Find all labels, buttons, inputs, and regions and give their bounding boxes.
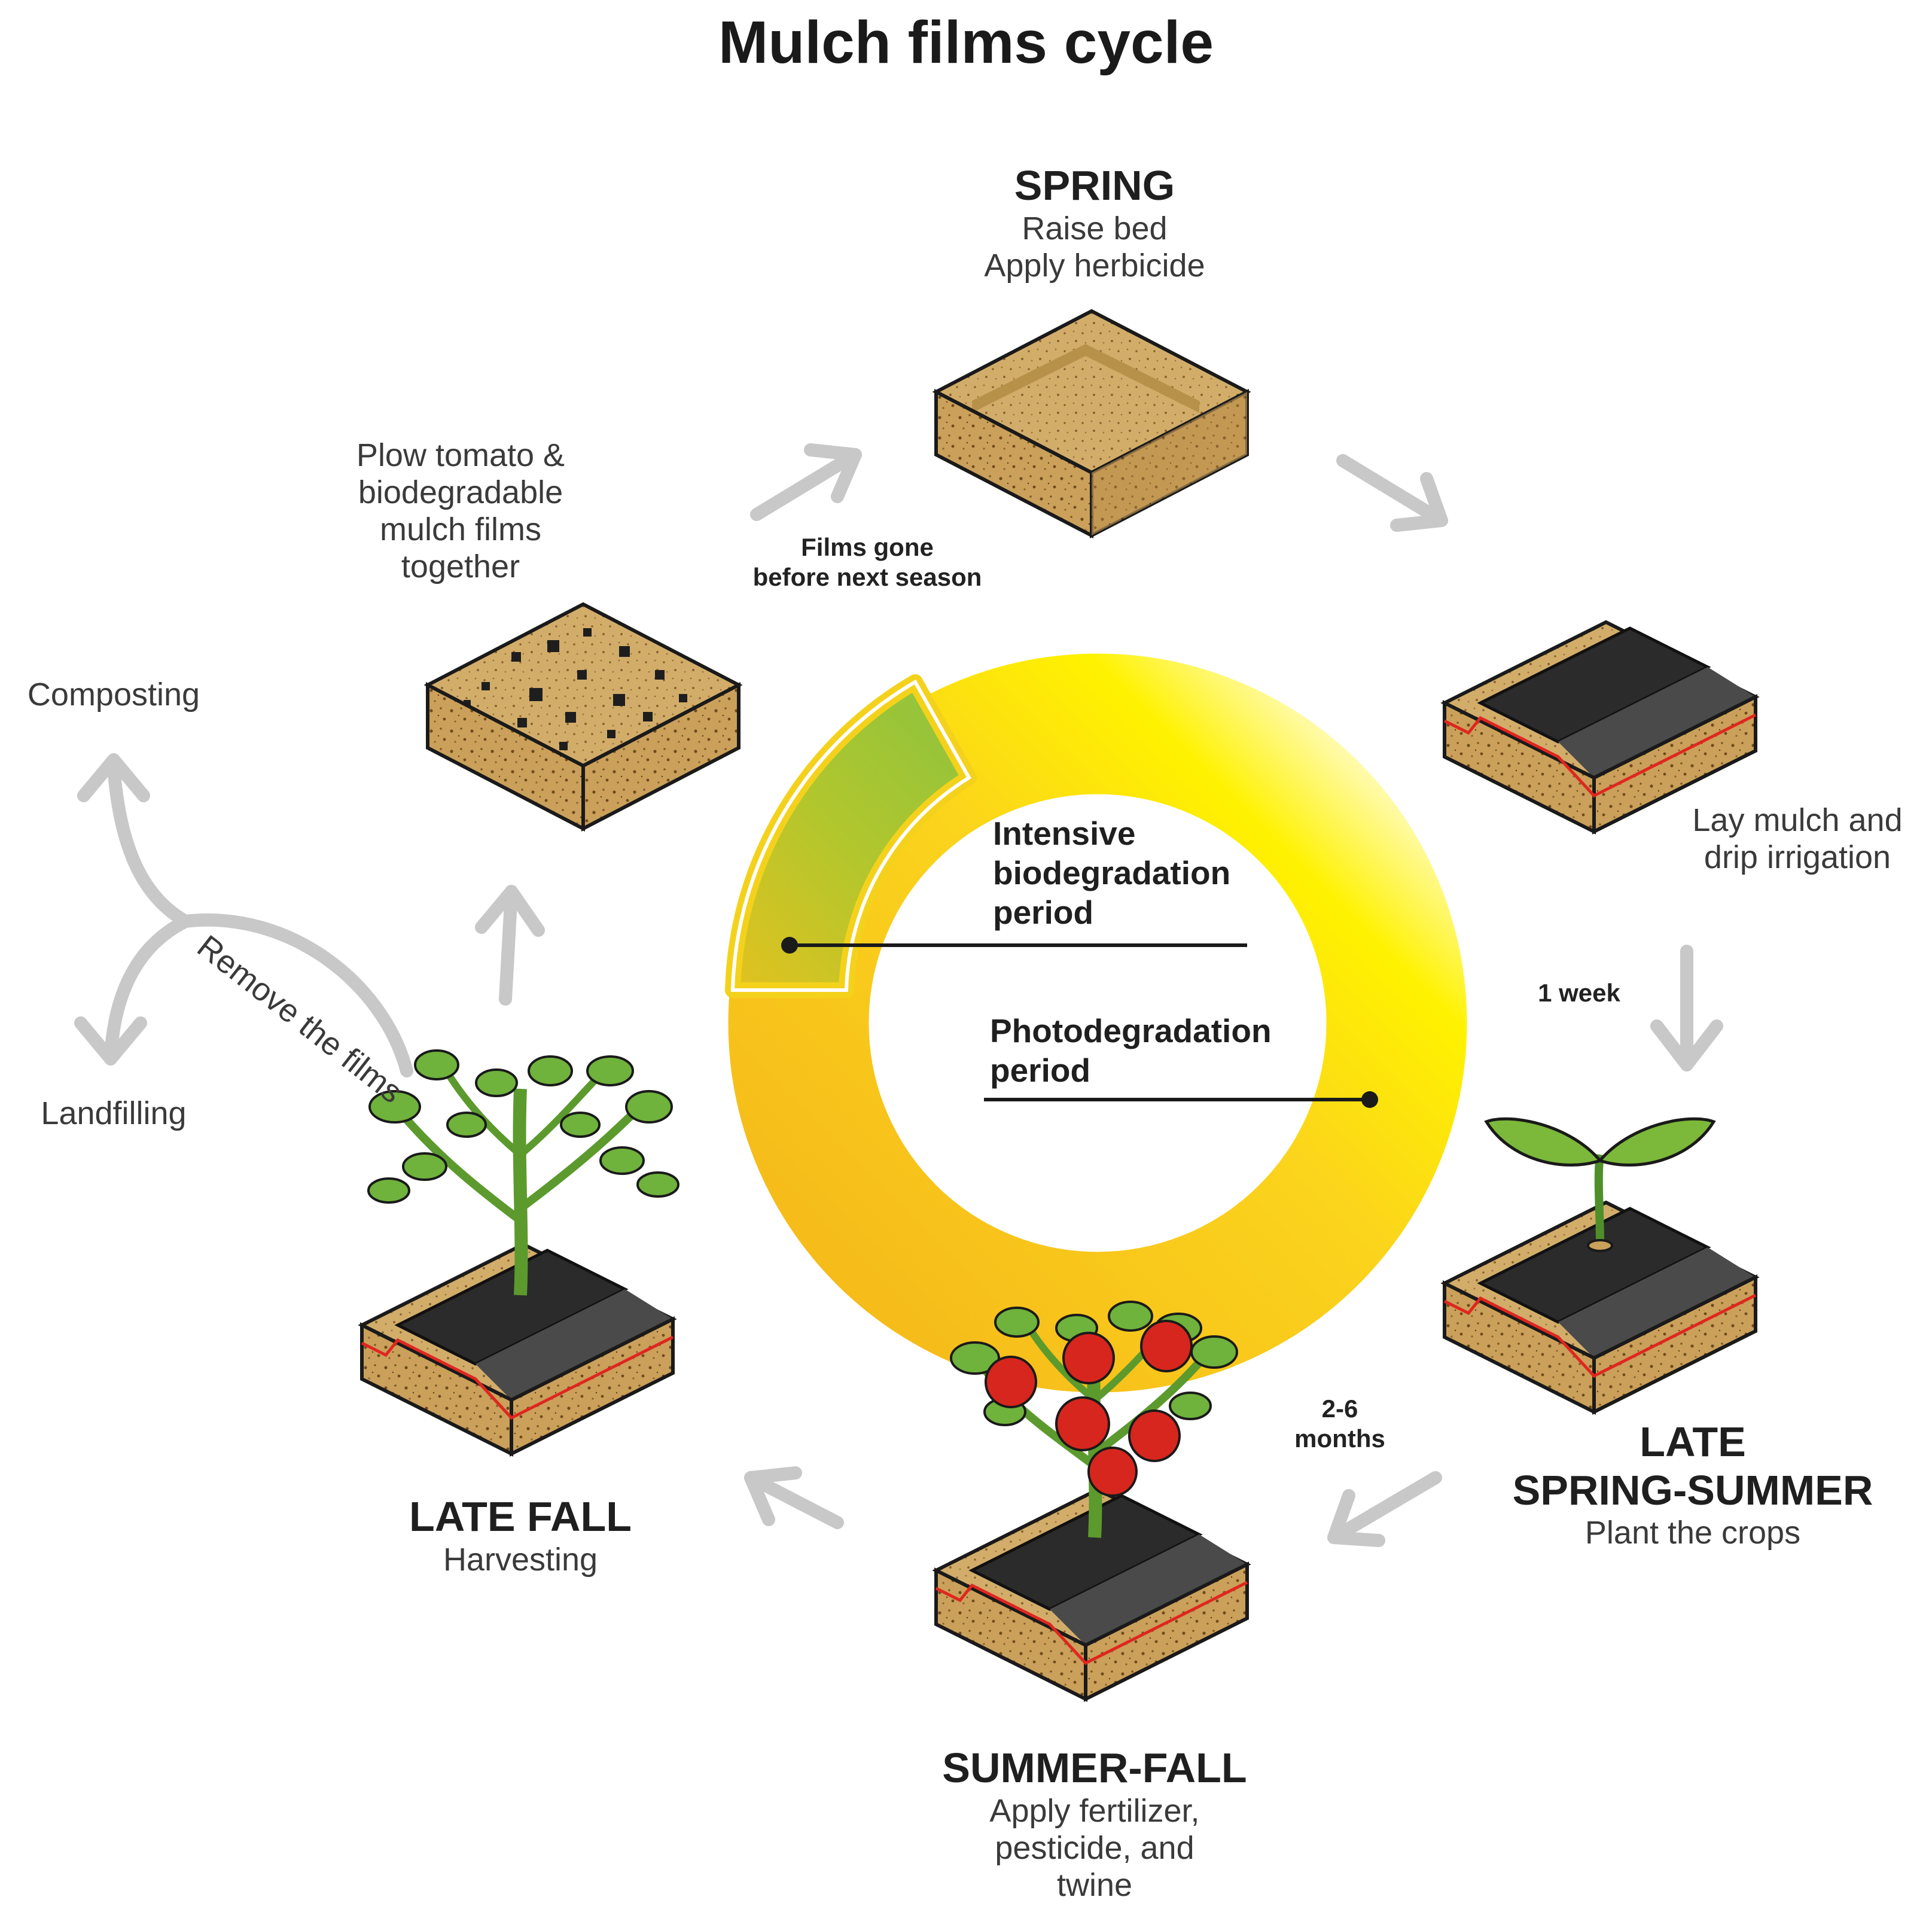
stage-desc: Plow tomato & — [356, 437, 565, 473]
stage-late-fall: LATE FALL Harvesting — [335, 1493, 706, 1578]
tomato-plant-icon — [950, 1301, 1238, 1538]
tomato-plant-icon — [367, 1049, 679, 1296]
period-text: period — [993, 894, 1094, 931]
stage-spring: SPRING Raise bed Apply herbicide — [879, 162, 1310, 284]
stage-desc: mulch films — [379, 512, 542, 548]
cycle-arrow-icon — [744, 1466, 844, 1529]
cycle-arrow-icon — [750, 443, 862, 521]
stage-desc: pesticide, and — [995, 1829, 1194, 1866]
timing-text: before next season — [752, 563, 982, 592]
stage-late-spring-summer: LATE SPRING-SUMMER Plant the crops — [1465, 1418, 1920, 1551]
seedling-icon — [1484, 1117, 1716, 1252]
degradation-ring — [725, 653, 1467, 1393]
stage-desc: biodegradable — [358, 474, 563, 511]
stage-desc: Apply herbicide — [984, 247, 1205, 284]
season-label: SPRING — [1014, 162, 1175, 209]
stage-desc: Plant the crops — [1584, 1515, 1801, 1551]
stage-lay-mulch: Lay mulch and drip irrigation — [1663, 802, 1932, 876]
stage-summer-fall: SUMMER-FALL Apply fertilizer, pesticide,… — [861, 1744, 1328, 1904]
soil-block-icon — [932, 1487, 1251, 1702]
composting-label: Composting — [27, 677, 200, 713]
stage-desc: twine — [1056, 1867, 1133, 1903]
two-six-months-note: 2-6 months — [1268, 1394, 1412, 1454]
soil-block-icon — [932, 309, 1251, 538]
period-text: biodegradation — [993, 854, 1231, 891]
cycle-arrow-icon — [475, 885, 545, 1006]
soil-block-icon — [423, 602, 743, 832]
period-text: period — [990, 1052, 1091, 1089]
cycle-arrow-icon — [1336, 454, 1448, 532]
stage-desc: Apply fertilizer, — [989, 1792, 1200, 1829]
stage-desc: together — [401, 549, 520, 585]
stage-plow: Plow tomato & biodegradable mulch films … — [311, 437, 610, 585]
removal-arrows — [74, 753, 413, 1077]
soil-block-icon — [358, 1242, 677, 1457]
cycle-arrow-icon — [1327, 1471, 1442, 1547]
photo-period-label: Photodegradation period — [990, 1011, 1349, 1090]
stage-desc: drip irrigation — [1704, 839, 1891, 876]
soil-block-icon — [1440, 1200, 1760, 1415]
one-week-note: 1 week — [1538, 979, 1620, 1007]
stage-desc: Lay mulch and — [1692, 802, 1903, 838]
season-label: LATE — [1640, 1418, 1746, 1465]
cycle-arrows — [74, 443, 1723, 1547]
season-label: LATE FALL — [409, 1493, 632, 1540]
season-label: SUMMER-FALL — [942, 1744, 1247, 1791]
timing-text: Films gone — [801, 533, 934, 561]
season-label: SPRING-SUMMER — [1512, 1466, 1873, 1514]
timing-text: 2-6 — [1321, 1395, 1358, 1423]
intensive-period-label: Intensive biodegradation period — [993, 814, 1268, 932]
soil-block-icon — [1440, 620, 1760, 835]
period-text: Photodegradation — [990, 1012, 1272, 1049]
diagram-title: Mulch films cycle — [718, 9, 1214, 76]
period-text: Intensive — [993, 815, 1136, 852]
timing-text: months — [1294, 1424, 1385, 1453]
stage-desc: Raise bed — [1022, 210, 1168, 246]
cycle-arrow-icon — [1650, 945, 1723, 1071]
films-gone-note: Films gone before next season — [724, 532, 1011, 593]
stage-desc: Harvesting — [443, 1541, 598, 1578]
landfilling-label: Landfilling — [41, 1095, 187, 1131]
